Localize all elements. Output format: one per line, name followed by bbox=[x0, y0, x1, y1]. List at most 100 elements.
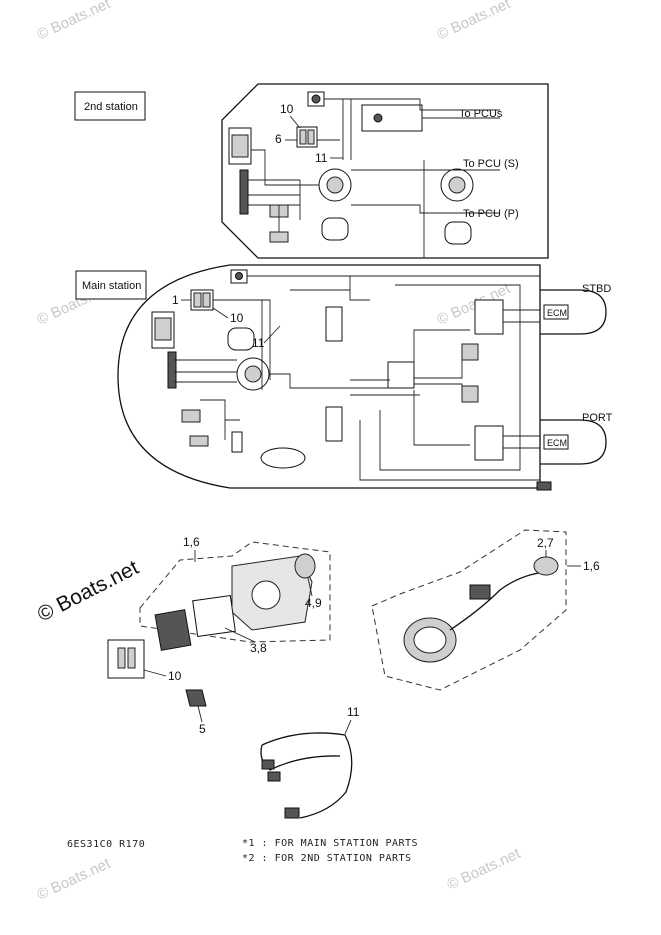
callout-5: 5 bbox=[199, 722, 206, 736]
main-station-diagram: Main station ECM ECM STBD PORT bbox=[75, 264, 613, 491]
callout-11-main: 11 bbox=[252, 336, 265, 350]
sub-key-icon bbox=[373, 113, 383, 123]
sub-switch-box bbox=[361, 104, 423, 132]
parts-exploded-view: 1,6 4,9 3,8 10 5 2,7 1,6 11 bbox=[107, 529, 600, 819]
callout-3-8: 3,8 bbox=[250, 641, 267, 655]
label-to-pcu-p: To PCU (P) bbox=[463, 208, 519, 220]
watermark-bottom-left: © Boats.net bbox=[35, 855, 114, 904]
engine-pod-stbd bbox=[540, 289, 607, 335]
watermark-bottom-right: © Boats.net bbox=[445, 845, 524, 894]
main-switch-left-icon bbox=[193, 292, 202, 308]
main-display-screen-icon bbox=[154, 317, 172, 341]
callout-1-main: 1 bbox=[172, 293, 179, 307]
footer-note-2: *2 : FOR 2ND STATION PARTS bbox=[242, 853, 412, 864]
connector-block-icon bbox=[239, 169, 249, 215]
callout-1-6-right: 1,6 bbox=[583, 559, 600, 573]
fuse-bottom-icon bbox=[461, 385, 479, 403]
wire-loop bbox=[379, 284, 521, 471]
callout-11-second: 11 bbox=[315, 151, 328, 165]
callout-10-part: 10 bbox=[168, 669, 182, 683]
main-plug-icon bbox=[189, 435, 209, 447]
footer-note-1: *1 : FOR MAIN STATION PARTS bbox=[242, 838, 418, 849]
switch-right-icon bbox=[307, 129, 315, 145]
wire-pcu-ecm bbox=[503, 309, 540, 449]
main-station-title: Main station bbox=[82, 280, 141, 292]
main-key-icon bbox=[235, 272, 243, 280]
buzzer-icon bbox=[533, 556, 559, 576]
ecm-port-label: ECM bbox=[547, 438, 567, 448]
callout-6-second: 6 bbox=[275, 132, 282, 146]
main-sensor-icon bbox=[181, 409, 201, 423]
wire-junction-stbd bbox=[413, 329, 470, 379]
main-connector-block-icon bbox=[167, 351, 177, 389]
hub-right-core-icon bbox=[448, 176, 466, 194]
callout-1-6-left: 1,6 bbox=[183, 535, 200, 549]
footer-code: 6ES31C0 R170 bbox=[67, 839, 145, 850]
wire-junction-port bbox=[413, 383, 470, 446]
ecm-stbd-box bbox=[543, 304, 569, 320]
label-to-pcus: To PCUs bbox=[459, 108, 503, 120]
wire-sensor bbox=[278, 180, 301, 232]
junction-box-icon bbox=[387, 361, 415, 389]
second-station-outline bbox=[221, 83, 549, 259]
key-fob-icon bbox=[185, 689, 207, 707]
fuse-top-icon bbox=[461, 343, 479, 361]
harness-connector-b-icon bbox=[267, 771, 281, 782]
switch-panel-part-icon bbox=[107, 639, 145, 679]
watermark-top-right: © Boats.net bbox=[435, 0, 514, 44]
remote-harness-icon bbox=[449, 571, 546, 631]
leader-3-8 bbox=[224, 627, 256, 643]
pcu-port-icon bbox=[474, 425, 504, 461]
remote-control-right-icon bbox=[444, 221, 472, 245]
callout-4-9: 4,9 bbox=[305, 596, 322, 610]
second-station-title: 2nd station bbox=[84, 101, 138, 113]
wire-relay-top bbox=[290, 276, 370, 301]
remote-connector-icon bbox=[469, 584, 491, 600]
wire-lower bbox=[359, 420, 540, 481]
label-port: PORT bbox=[582, 412, 613, 424]
switch-left-icon bbox=[299, 129, 307, 145]
callout-2-7: 2,7 bbox=[537, 536, 554, 550]
gauge-icon bbox=[260, 447, 306, 469]
wire-main-switch bbox=[213, 299, 271, 390]
switch-panel-right-icon bbox=[127, 647, 136, 669]
display-screen-icon bbox=[231, 134, 249, 158]
label-to-pcu-s: To PCU (S) bbox=[463, 158, 519, 170]
leader-10-second bbox=[289, 115, 301, 129]
leader-4-9 bbox=[307, 577, 313, 597]
main-station-hull-outline bbox=[117, 264, 541, 489]
relay-bottom-icon bbox=[325, 406, 343, 442]
main-remote-control-icon bbox=[227, 327, 255, 351]
main-hub-core-icon bbox=[244, 365, 262, 383]
second-station-diagram: 2nd station To PCUs To PCU (S) To bbox=[74, 83, 549, 259]
harness-connector-c-icon bbox=[284, 807, 300, 819]
main-station-title-box bbox=[75, 270, 147, 300]
watermark-center: © Boats.net bbox=[34, 556, 143, 627]
leader-10-main bbox=[212, 307, 229, 319]
wire-sensor-main bbox=[200, 399, 240, 440]
leader-5 bbox=[197, 705, 203, 723]
remote-base-center-icon bbox=[413, 626, 447, 654]
key-icon bbox=[311, 94, 321, 104]
wire-to-pcu-p bbox=[351, 204, 500, 214]
main-switch-right-icon bbox=[202, 292, 211, 308]
leader-10-part bbox=[143, 669, 167, 677]
ecm-stbd-label: ECM bbox=[547, 308, 567, 318]
engine-pod-port bbox=[540, 419, 607, 465]
callout-10-main: 10 bbox=[230, 311, 244, 325]
wire-switch-hub bbox=[251, 139, 340, 186]
harness-connector-a-icon bbox=[261, 759, 275, 770]
mount-hole-icon bbox=[251, 580, 281, 610]
leader-11-part bbox=[344, 719, 352, 735]
wire-to-pcus-a bbox=[324, 98, 500, 111]
wire-main-connector bbox=[174, 359, 237, 383]
relay-top-icon bbox=[325, 306, 343, 342]
wire-hub-junction bbox=[269, 373, 390, 389]
small-relay-icon bbox=[231, 431, 243, 453]
footer: 6ES31C0 R170 *1 : FOR MAIN STATION PARTS… bbox=[67, 838, 418, 864]
wire-connector bbox=[248, 179, 300, 206]
ecm-port-box bbox=[543, 434, 569, 450]
hub-left-core-icon bbox=[326, 176, 344, 194]
leader-11-main bbox=[263, 325, 281, 344]
